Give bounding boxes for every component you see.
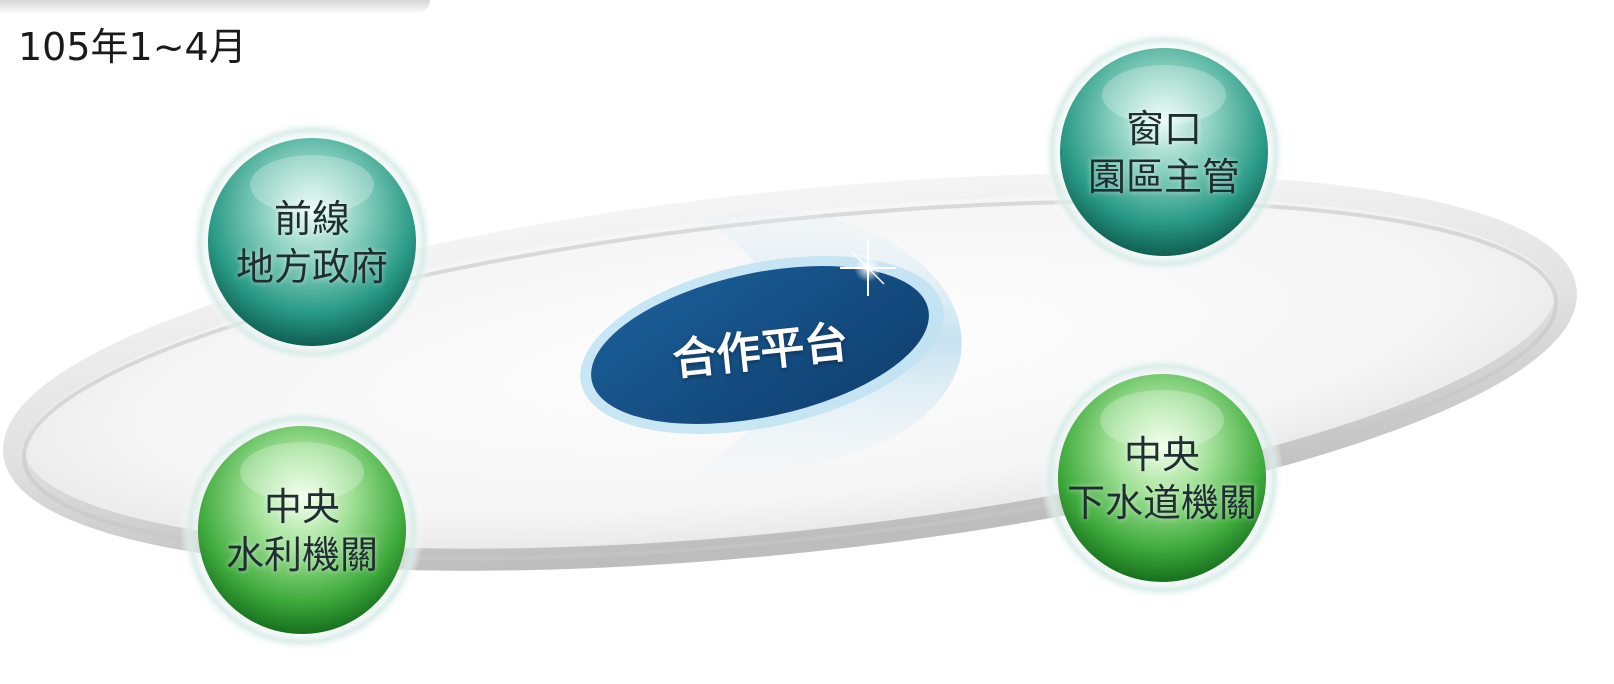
node-front-line-line2: 地方政府 (235, 245, 388, 289)
node-window-line2: 園區主管 (1087, 155, 1240, 199)
node-water: 中央 水利機關 (172, 466, 432, 596)
sphere-window (1042, 30, 1286, 274)
sphere-water (180, 408, 424, 652)
sphere-sewer (1040, 356, 1284, 600)
node-water-line1: 中央 (263, 485, 340, 529)
center-platform (580, 209, 962, 472)
node-front-line-line1: 前線 (273, 197, 350, 241)
node-front-line: 前線 地方政府 (182, 178, 442, 308)
period-label: 105年1~4月 (18, 25, 247, 69)
node-sewer-line2: 下水道機關 (1066, 481, 1257, 525)
node-window-line1: 窗口 (1125, 107, 1202, 151)
sparkle-icon (840, 240, 896, 296)
node-window: 窗口 園區主管 (1034, 88, 1294, 218)
top-strip (0, 0, 430, 14)
node-sewer-line1: 中央 (1123, 433, 1200, 477)
node-sewer: 中央 下水道機關 (1032, 414, 1292, 544)
node-water-line2: 水利機關 (225, 533, 378, 577)
sphere-front-line (190, 120, 434, 364)
